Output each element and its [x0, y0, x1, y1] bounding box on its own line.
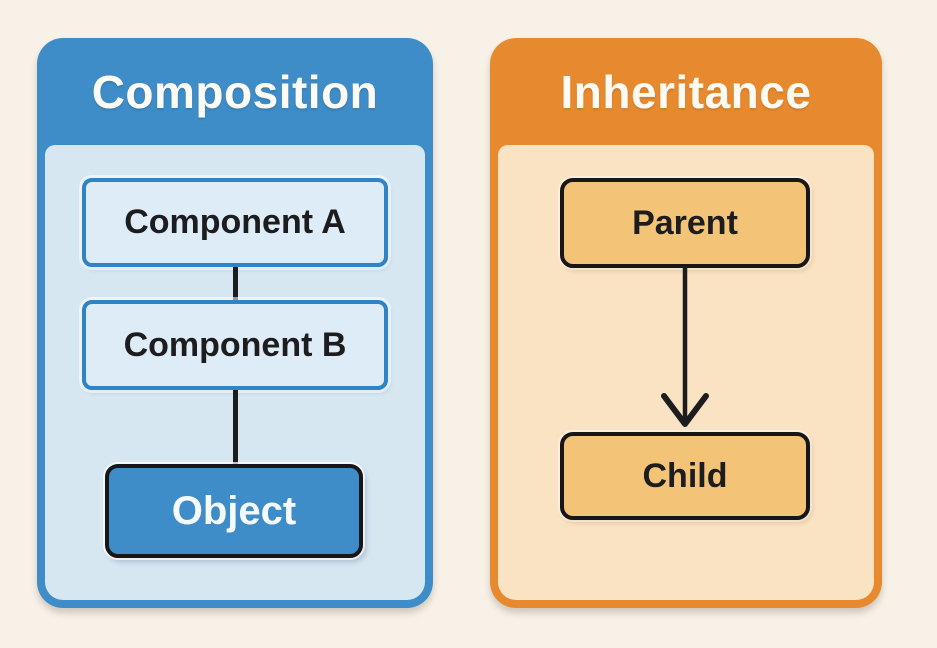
- node-parent: Parent: [560, 178, 810, 268]
- node-child-label: Child: [642, 456, 728, 495]
- composition-panel-title: Composition: [91, 65, 379, 118]
- node-component-b-label: Component B: [123, 325, 347, 364]
- node-component-a: Component A: [82, 178, 388, 267]
- node-component-a-label: Component A: [124, 203, 346, 241]
- inheritance-arrow: [661, 266, 709, 427]
- connector-componentA-componentB: [233, 267, 238, 300]
- composition-panel-body: Component A Component B Object: [45, 145, 425, 600]
- node-parent-label: Parent: [632, 203, 738, 242]
- inheritance-panel-title: Inheritance: [560, 65, 812, 118]
- node-object-label: Object: [171, 488, 297, 533]
- inheritance-panel: Inheritance Parent Child: [490, 38, 882, 608]
- inheritance-panel-body: Parent Child: [498, 145, 874, 600]
- node-component-b: Component B: [82, 300, 388, 390]
- node-child: Child: [560, 432, 810, 520]
- composition-panel: Composition Component A Component B Obje…: [37, 38, 433, 608]
- connector-componentB-object: [233, 390, 238, 464]
- node-object: Object: [105, 464, 363, 558]
